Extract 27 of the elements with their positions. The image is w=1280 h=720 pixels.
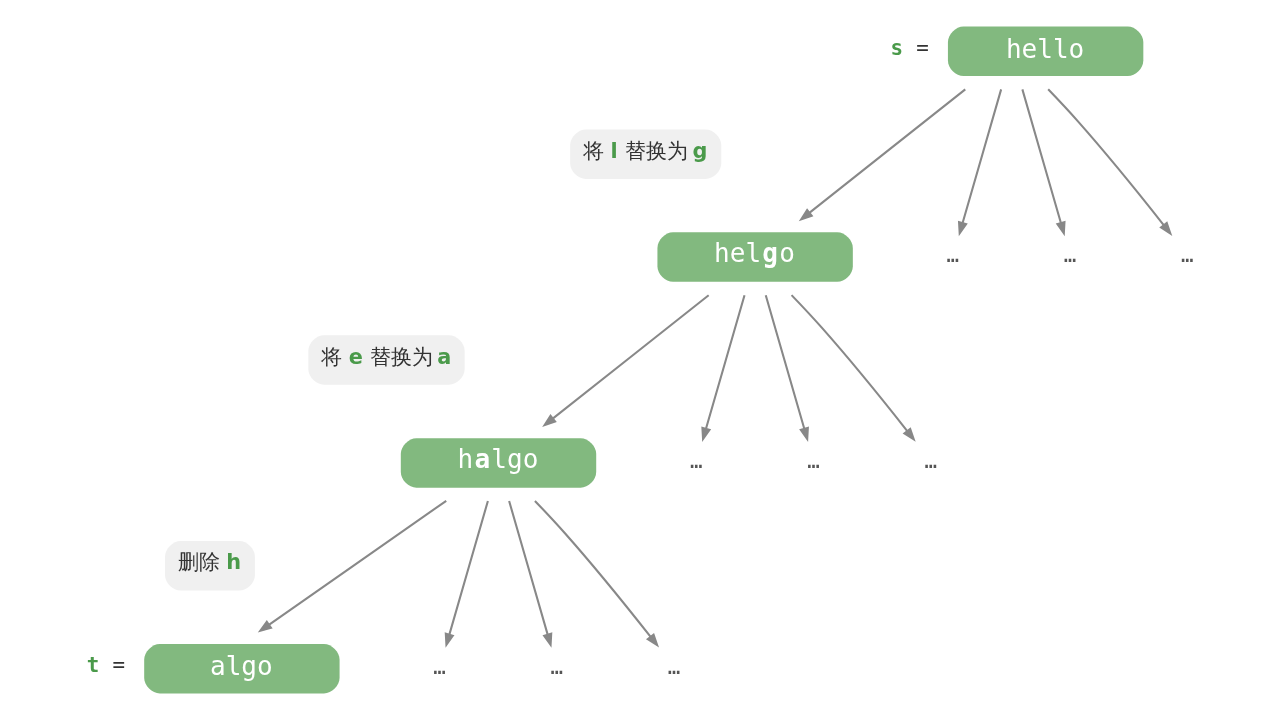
node-text: …: [1180, 243, 1194, 268]
arrow: [533, 500, 659, 648]
node-text: …: [689, 448, 703, 473]
node-label: t =: [86, 653, 125, 678]
node-box: helgo: [656, 232, 853, 282]
arrow: [764, 294, 809, 442]
node-text: …: [1063, 243, 1076, 268]
arrow: [257, 499, 447, 633]
arrow: [700, 294, 745, 442]
arrow: [507, 500, 552, 648]
node-box: halgo: [400, 438, 596, 488]
node-text: …: [550, 654, 563, 679]
arrow: [1046, 88, 1172, 236]
node-box: algo: [143, 644, 340, 694]
node-box: hello: [947, 26, 1143, 76]
arrow: [1020, 89, 1066, 237]
arrow: [444, 500, 489, 648]
node-text: …: [923, 448, 937, 473]
node-text: …: [667, 654, 680, 679]
arrow: [541, 294, 709, 428]
arrow: [790, 294, 916, 442]
node-text: …: [806, 448, 820, 473]
node-label: s =: [890, 35, 929, 60]
node-text: …: [432, 654, 446, 679]
arrow: [798, 88, 966, 222]
arrow: [957, 89, 1002, 237]
node-text: …: [946, 243, 959, 268]
